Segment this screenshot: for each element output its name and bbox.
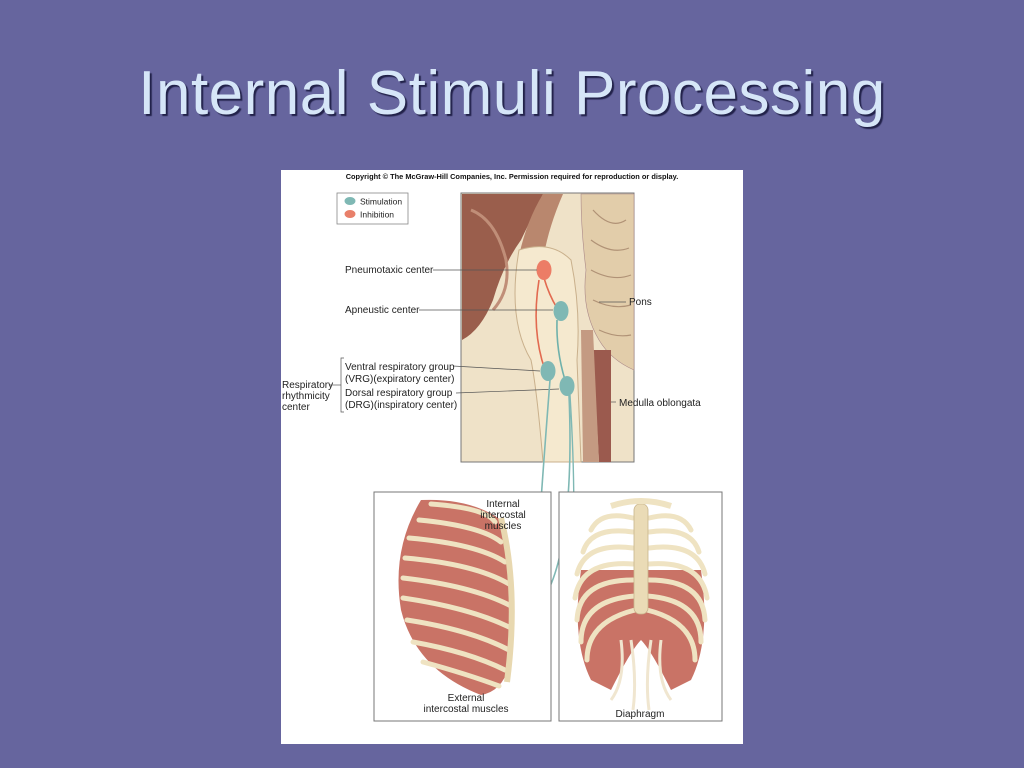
label-internal-line1: Internal xyxy=(486,499,519,510)
label-drg-line1: Dorsal respiratory group xyxy=(345,388,453,399)
pneumotaxic-center-node xyxy=(536,260,552,280)
label-rhythmicity-line1: Respiratory xyxy=(282,380,333,391)
brainstem-illustration xyxy=(460,192,635,463)
label-rhythmicity-line2: rhythmicity xyxy=(282,391,330,402)
drg-node xyxy=(559,376,575,396)
label-vrg-line1: Ventral respiratory group xyxy=(345,362,455,373)
legend-inhibition: Inhibition xyxy=(360,210,394,220)
label-medulla-oblongata: Medulla oblongata xyxy=(619,398,701,409)
copyright-text: Copyright © The McGraw-Hill Companies, I… xyxy=(346,172,679,181)
ribcage-front-illustration xyxy=(558,491,723,722)
label-internal-line3: muscles xyxy=(485,521,522,532)
label-external-line2: intercostal muscles xyxy=(423,704,508,715)
ribcage-side-illustration xyxy=(373,491,552,722)
slide-title: Internal Stimuli Processing xyxy=(138,59,886,128)
vrg-node xyxy=(540,361,556,381)
legend: Stimulation Inhibition xyxy=(336,192,409,225)
label-drg-line2: (DRG)(inspiratory center) xyxy=(345,400,457,411)
label-pons: Pons xyxy=(629,297,652,308)
label-apneustic-center: Apneustic center xyxy=(345,305,420,316)
figure-canvas: Copyright © The McGraw-Hill Companies, I… xyxy=(282,172,723,722)
label-internal-line2: intercostal xyxy=(480,510,526,521)
label-external-line1: External xyxy=(448,693,485,704)
label-diaphragm: Diaphragm xyxy=(616,709,665,720)
apneustic-center-node xyxy=(553,301,569,321)
stimulation-swatch xyxy=(344,197,356,205)
inhibition-swatch xyxy=(344,210,356,218)
label-vrg-line2: (VRG)(expiratory center) xyxy=(345,374,454,385)
respiratory-control-figure: Copyright © The McGraw-Hill Companies, I… xyxy=(281,170,743,744)
label-rhythmicity-line3: center xyxy=(282,402,310,413)
legend-stimulation: Stimulation xyxy=(360,197,402,207)
label-pneumotaxic-center: Pneumotaxic center xyxy=(345,265,434,276)
